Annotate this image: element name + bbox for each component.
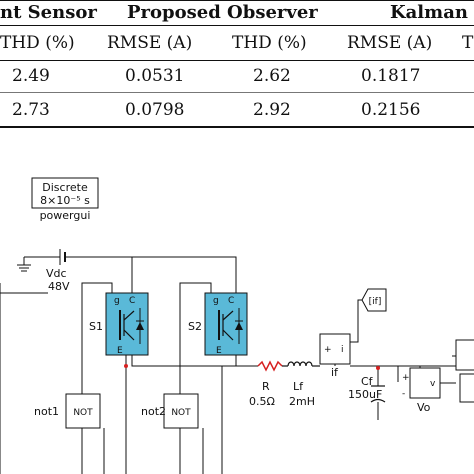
not1-body: NOT — [73, 408, 93, 418]
junction-node — [124, 364, 128, 368]
table-cell: 2.73 — [12, 100, 50, 120]
s1-label: S1 — [89, 320, 103, 333]
not-gate-not2[interactable]: NOT — [163, 393, 199, 429]
voltage-measurement-block[interactable]: + - v — [402, 367, 441, 399]
dc-voltage-source[interactable] — [24, 249, 133, 293]
powergui-block[interactable]: Discrete 8×10⁻⁵ s powergui — [31, 177, 99, 222]
goto-tag-if[interactable]: [if] — [361, 288, 387, 312]
subheader-rmse-1: RMSE (A) — [107, 33, 193, 53]
igbt-switch-s2[interactable] — [204, 292, 248, 356]
results-table: nt Sensor Proposed Observer Kalman F THD… — [0, 0, 474, 132]
not2-body: NOT — [171, 408, 191, 418]
table-bottom-rule — [0, 126, 474, 128]
svg-text:[if]: [if] — [369, 297, 382, 307]
vo-arrow: v — [430, 379, 436, 389]
inductor-name: Lf — [293, 380, 304, 393]
group-header-proposed-observer: Proposed Observer — [127, 2, 318, 23]
offscreen-sensor-block[interactable] — [455, 339, 474, 371]
if-arrow: i — [341, 345, 344, 355]
powergui-sample-time: 8×10⁻⁵ s — [40, 194, 90, 207]
capacitor-node — [376, 366, 380, 370]
vo-label: Vo — [417, 401, 431, 414]
table-cell: 0.0798 — [125, 100, 185, 120]
inductor-lf[interactable] — [282, 361, 320, 367]
table-cell: 2.62 — [253, 66, 291, 86]
vo-plus: + — [402, 373, 410, 383]
s2-emitter-port: E — [216, 346, 222, 356]
capacitor-name: Cf — [361, 375, 374, 388]
powergui-caption: powergui — [40, 209, 91, 222]
subheader-thd-1: THD (%) — [0, 33, 75, 53]
vdc-value: 48V — [48, 280, 70, 293]
powergui-mode: Discrete — [42, 181, 88, 194]
row-rule — [0, 92, 474, 93]
subheader-edge-fragment: T — [462, 33, 474, 53]
s1-gate-port: g — [114, 296, 120, 306]
subheader-thd-2: THD (%) — [232, 33, 307, 53]
not2-label: not2 — [141, 405, 166, 418]
subheader-rule — [0, 60, 474, 61]
capacitor-value: 150uF — [348, 388, 382, 401]
table-cell: 2.92 — [253, 100, 291, 120]
offscreen-output-block[interactable] — [459, 373, 474, 403]
vdc-name: Vdc — [46, 267, 67, 280]
vo-minus: - — [402, 389, 405, 399]
s2-collector-port: C — [228, 296, 234, 306]
table-cell: 0.2156 — [361, 100, 421, 120]
switch-node-wires — [125, 355, 258, 474]
if-label: if — [331, 366, 339, 379]
table-top-rule — [0, 0, 474, 1]
gate-signal-wires — [0, 282, 212, 474]
table-cell: 0.0531 — [125, 66, 185, 86]
ground-symbol — [17, 257, 31, 272]
not1-label: not1 — [34, 405, 59, 418]
table-cell: 0.1817 — [361, 66, 421, 86]
resistor-r[interactable] — [257, 360, 283, 372]
group-header-kalman: Kalman F — [390, 2, 474, 23]
if-plus: + — [324, 345, 332, 355]
not-gate-not1[interactable]: NOT — [65, 393, 101, 429]
table-cell: 2.49 — [12, 66, 50, 86]
resistor-value: 0.5Ω — [249, 395, 275, 408]
group-header-rule — [0, 25, 474, 26]
dc-bus-positive — [132, 256, 237, 293]
subheader-rmse-2: RMSE (A) — [347, 33, 433, 53]
s1-collector-port: C — [129, 296, 135, 306]
current-measurement-block[interactable]: + i — [319, 333, 351, 366]
s2-gate-port: g — [213, 296, 219, 306]
s1-emitter-port: E — [117, 346, 123, 356]
inductor-value: 2mH — [289, 395, 315, 408]
capacitor-cf[interactable] — [370, 385, 386, 403]
s2-label: S2 — [188, 320, 202, 333]
resistor-name: R — [262, 380, 270, 393]
igbt-switch-s1[interactable] — [105, 292, 149, 356]
group-header-sensor: nt Sensor — [0, 2, 97, 23]
